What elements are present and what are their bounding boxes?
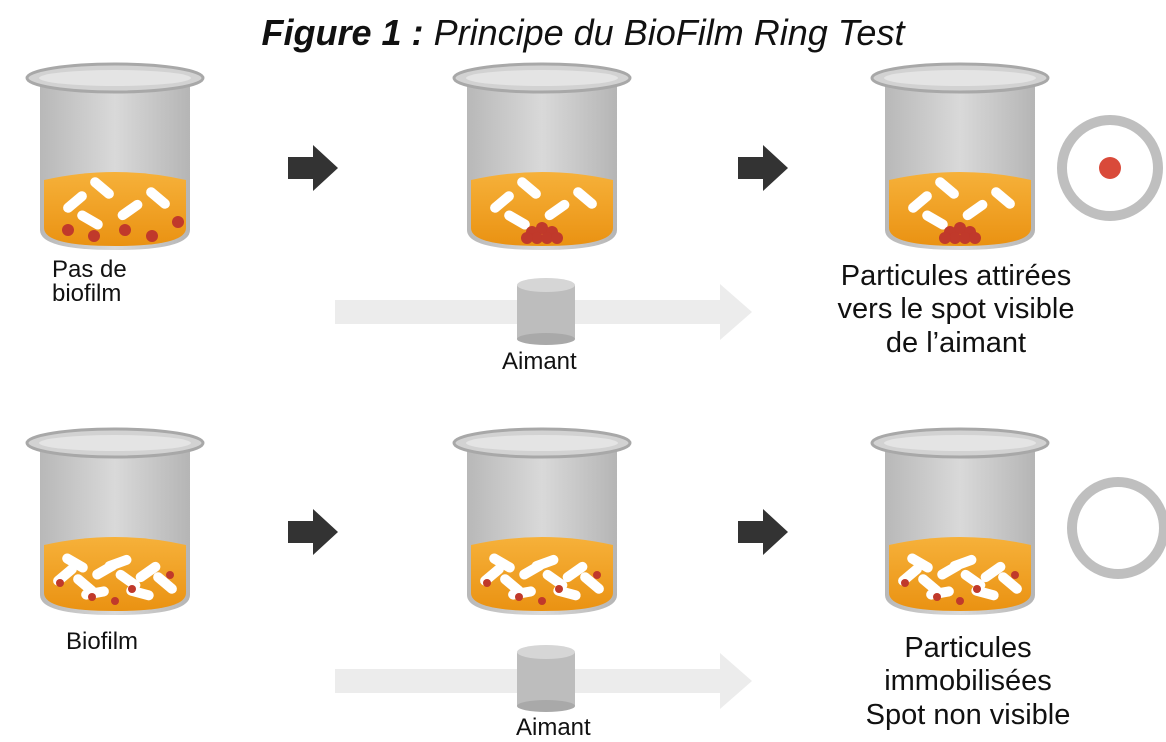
state-label-biofilm: Biofilm xyxy=(66,628,139,655)
magnetic-particle xyxy=(956,597,964,605)
magnetic-particle xyxy=(949,232,961,244)
bacteria xyxy=(153,572,177,594)
bacteria xyxy=(77,210,103,230)
bacteria xyxy=(908,191,932,213)
figure-title: Figure 1 : Principe du BioFilm Ring Test xyxy=(261,12,905,53)
bacteria xyxy=(907,553,933,573)
cup-row2-step2 xyxy=(452,427,632,615)
bacteria xyxy=(562,561,588,583)
magnetic-particle xyxy=(593,571,601,579)
bacteria xyxy=(962,199,988,221)
bacteria xyxy=(146,187,170,209)
magnetic-particle xyxy=(969,232,981,244)
bacteria xyxy=(531,554,559,572)
bacteria xyxy=(542,569,568,591)
magnetic-particle xyxy=(933,593,941,601)
magnetic-particle xyxy=(515,593,523,601)
magnetic-particle xyxy=(531,232,543,244)
magnetic-particle xyxy=(56,579,64,587)
bacteria xyxy=(573,187,597,209)
bacteria xyxy=(489,553,515,573)
magnetic-particle xyxy=(128,585,136,593)
arrow-icon xyxy=(288,145,338,191)
arrow-icon xyxy=(288,509,338,555)
arrow-icon xyxy=(738,145,788,191)
cup-row1-step2 xyxy=(452,62,632,250)
magnetic-particle xyxy=(939,232,951,244)
bacteria xyxy=(63,191,87,213)
result-label-row2: Particules immobilisées Spot non visible xyxy=(865,632,1071,731)
bacteria xyxy=(949,554,977,572)
bacteria xyxy=(935,177,959,199)
magnet-icon xyxy=(517,278,575,345)
cup-rim-inner xyxy=(884,435,1036,451)
cup-rim-inner xyxy=(39,70,191,86)
magnetic-particle xyxy=(541,232,553,244)
bacteria xyxy=(991,187,1015,209)
magnetic-particle xyxy=(119,224,131,236)
magnetic-particle xyxy=(538,597,546,605)
magnetic-particle xyxy=(536,222,548,234)
magnetic-particle xyxy=(146,230,158,242)
bacteria xyxy=(980,561,1006,583)
bacteria xyxy=(115,569,141,591)
magnetic-particle xyxy=(551,232,563,244)
bacteria xyxy=(544,199,570,221)
magnet-icon xyxy=(517,645,575,712)
magnetic-particle xyxy=(959,232,971,244)
magnetic-particle xyxy=(166,571,174,579)
bacteria xyxy=(960,569,986,591)
bacteria xyxy=(922,210,948,230)
magnetic-particle xyxy=(973,585,981,593)
cup-row1-step1 xyxy=(25,62,205,250)
cup-row2-step3 xyxy=(870,427,1050,615)
cup-rim-inner xyxy=(884,70,1036,86)
result-label-row1: Particules attirées vers le spot visible… xyxy=(837,260,1075,359)
magnetic-particle xyxy=(88,230,100,242)
magnetic-particle xyxy=(483,579,491,587)
cup-row1-step3 xyxy=(870,62,1050,250)
magnetic-particle xyxy=(555,585,563,593)
bacteria xyxy=(517,177,541,199)
bacteria xyxy=(117,199,143,221)
cup-row2-step1 xyxy=(25,427,205,615)
cup-rim-inner xyxy=(466,435,618,451)
bacteria xyxy=(580,572,604,594)
magnetic-particle xyxy=(172,216,184,228)
bacteria xyxy=(104,554,132,572)
magnetic-particle xyxy=(901,579,909,587)
magnetic-particle xyxy=(954,222,966,234)
arrow-icon xyxy=(738,509,788,555)
state-label-no-biofilm: Pas de biofilm xyxy=(52,256,127,307)
bacteria xyxy=(62,553,88,573)
bacteria xyxy=(998,572,1022,594)
magnet-spot xyxy=(1099,157,1121,179)
bacteria xyxy=(504,210,530,230)
bacteria xyxy=(135,561,161,583)
magnetic-particle xyxy=(62,224,74,236)
magnetic-particle xyxy=(521,232,533,244)
ring-spot-not-visible xyxy=(1067,477,1166,579)
bacteria xyxy=(490,191,514,213)
cup-rim-inner xyxy=(39,435,191,451)
magnetic-particle xyxy=(1011,571,1019,579)
cup-rim-inner xyxy=(466,70,618,86)
bacteria xyxy=(90,177,114,199)
magnet-label: Aimant xyxy=(502,348,577,375)
ring-spot-visible xyxy=(1057,115,1163,221)
magnetic-particle xyxy=(111,597,119,605)
magnetic-particle xyxy=(88,593,96,601)
magnet-label: Aimant xyxy=(516,714,591,741)
